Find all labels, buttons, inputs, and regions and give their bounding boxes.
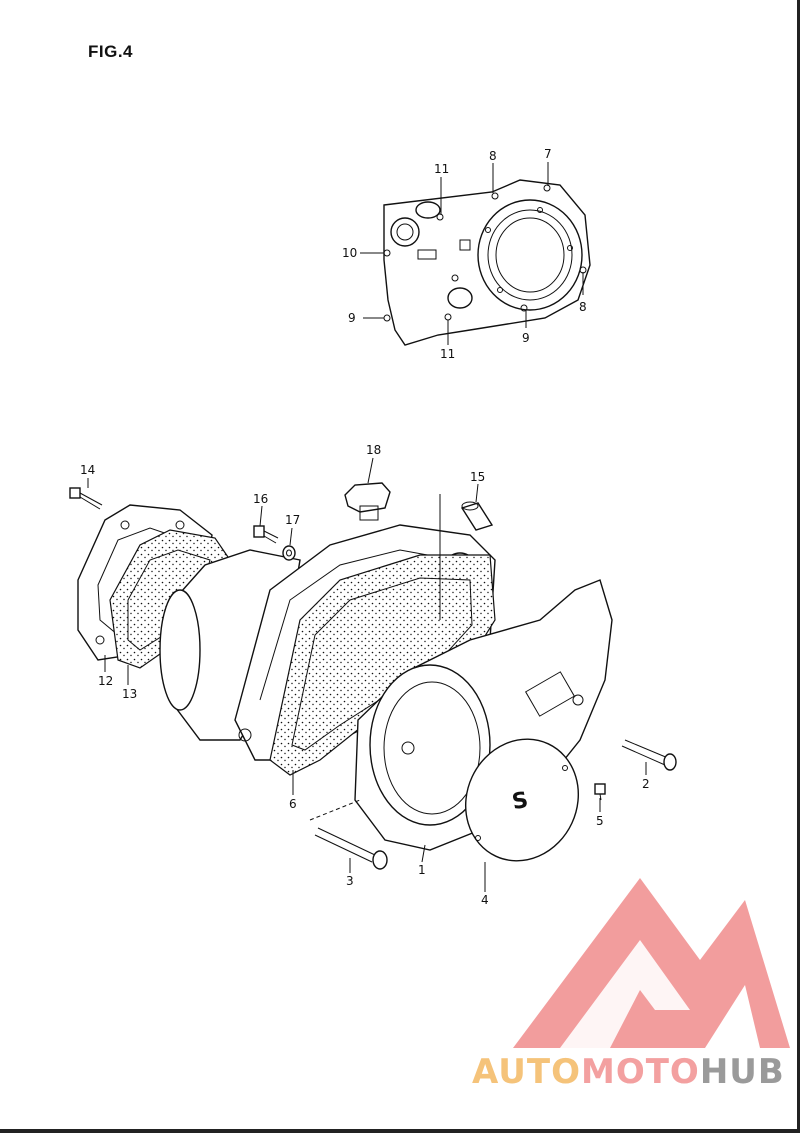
callout-labels: 11 8 7 10 8 9 9 11 18 14 15 16 17 12 13 … [80, 147, 650, 907]
callout-1: 1 [418, 863, 426, 877]
inner-crankcase-cover [383, 179, 591, 346]
frame-border-right [797, 0, 800, 1133]
watermark-part-auto: AUTO [472, 1052, 581, 1092]
part-5-bolt [594, 783, 606, 801]
part-6-gasket [269, 554, 496, 776]
callout-8-right: 8 [579, 300, 587, 314]
callout-6: 6 [289, 797, 297, 811]
part-2-bolt [621, 739, 677, 771]
callout-4: 4 [481, 893, 489, 907]
part-17-washer [282, 545, 296, 561]
frame-border-bottom [0, 1129, 800, 1133]
callout-10: 10 [342, 246, 357, 260]
callout-9-left: 9 [348, 311, 356, 325]
callout-11-top: 11 [434, 162, 449, 176]
leader-lines [87, 162, 647, 892]
watermark-part-moto: MOTO [580, 1052, 700, 1092]
callout-14: 14 [80, 463, 95, 477]
part-16-bolt [253, 525, 279, 544]
assembly-guide-line [309, 799, 361, 821]
watermark-text: AUTOMOTOHUB [472, 1052, 785, 1092]
callout-16: 16 [253, 492, 268, 506]
callout-7: 7 [544, 147, 552, 161]
callout-13: 13 [122, 687, 137, 701]
callout-5: 5 [596, 814, 604, 828]
svg-text:S: S [510, 788, 530, 815]
callout-18: 18 [366, 443, 381, 457]
callout-12: 12 [98, 674, 113, 688]
callout-3: 3 [346, 874, 354, 888]
callout-2: 2 [642, 777, 650, 791]
callout-9-right: 9 [522, 331, 530, 345]
callout-8-top: 8 [489, 149, 497, 163]
callout-15: 15 [470, 470, 485, 484]
part-3-bolt [314, 827, 388, 870]
part-14-bolt [69, 487, 103, 510]
part-15-bushing [460, 501, 494, 531]
callout-11-bottom: 11 [440, 347, 455, 361]
part-18-cap [344, 482, 391, 521]
watermark-part-hub: HUB [699, 1052, 785, 1092]
figure-title: FIG.4 [88, 42, 134, 61]
watermark-logo-icon [513, 878, 790, 1048]
callout-17: 17 [285, 513, 300, 527]
part-4-cover-plate: S [464, 738, 580, 862]
part-1-clutch-cover [354, 579, 613, 851]
